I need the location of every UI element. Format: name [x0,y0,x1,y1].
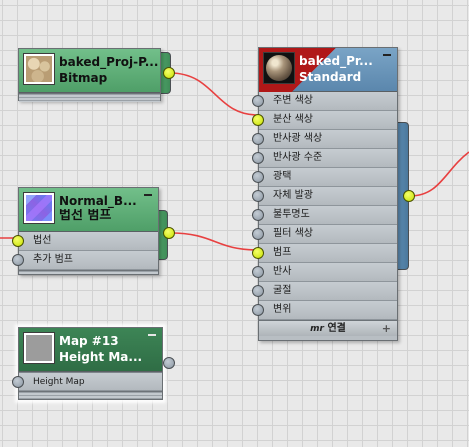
normal-bump-node[interactable]: Normal_B... 법선 범프 법선 추가 범프 [12,187,159,275]
wire-normal-to-bump [169,232,259,251]
input-socket[interactable] [252,114,264,126]
input-socket[interactable] [12,235,24,247]
input-label: 필터 색상 [273,228,313,239]
height-map-node-footer [19,391,162,399]
input-row[interactable]: 불투명도 [252,206,397,225]
input-socket[interactable] [12,376,24,388]
expand-plus-icon[interactable]: + [381,322,391,335]
input-label: 추가 범프 [33,254,73,265]
input-socket[interactable] [12,254,24,266]
normal-bump-node-footer [19,270,158,274]
material-sphere-thumbnail [263,52,295,84]
input-row[interactable]: 굴절 [252,282,397,301]
input-row[interactable]: 범프 [252,244,397,263]
input-row[interactable]: 반사 [252,263,397,282]
bitmap-node-footer [19,93,160,102]
mr-connection-label: 연결 [327,323,346,334]
input-socket[interactable] [252,190,264,202]
height-map-node-type: Height Ma... [59,350,143,364]
input-socket[interactable] [252,171,264,183]
minimize-icon[interactable] [383,54,391,56]
input-label: 불투명도 [273,209,310,220]
standard-node-type: Standard [299,70,362,84]
input-label: 분산 색상 [273,114,313,125]
input-row[interactable]: 자체 발광 [252,187,397,206]
input-socket[interactable] [252,228,264,240]
input-row[interactable]: 주변 색상 [252,92,397,111]
bitmap-node-type: Bitmap [59,71,108,85]
stone-texture-thumbnail [23,53,55,85]
input-row-height-map[interactable]: Height Map [12,372,162,391]
mr-prefix: mr [310,324,324,334]
input-socket[interactable] [252,209,264,221]
minimize-icon[interactable] [144,194,152,196]
standard-node-title: baked_Pr... [299,54,373,68]
input-label: 반사광 수준 [273,152,323,163]
height-map-node-title: Map #13 [59,334,119,348]
mr-connection-bar[interactable]: mr 연결 + [259,320,397,336]
input-row-additional-bump[interactable]: 추가 범프 [12,251,158,270]
wire-bitmap-to-diffuse [169,72,259,116]
input-label: 굴절 [273,285,292,296]
input-row[interactable]: 반사광 색상 [252,130,397,149]
input-socket[interactable] [252,247,264,259]
input-row[interactable]: 분산 색상 [252,111,397,130]
height-map-output-socket[interactable] [163,357,175,369]
input-socket[interactable] [252,266,264,278]
bitmap-node-title: baked_Proj-P... [59,55,159,69]
wire-standard-output [409,151,469,197]
normal-bump-node-title: Normal_B... [59,194,137,208]
input-socket[interactable] [252,133,264,145]
input-row[interactable]: 필터 색상 [252,225,397,244]
input-label: 변위 [273,304,292,315]
input-socket[interactable] [252,304,264,316]
minimize-icon[interactable] [148,334,156,336]
bitmap-output-socket[interactable] [163,67,175,79]
input-row[interactable]: 광택 [252,168,397,187]
input-label: 주변 색상 [273,95,313,106]
normal-bump-output-socket[interactable] [163,227,175,239]
input-label: Height Map [33,377,85,387]
input-socket[interactable] [252,95,264,107]
input-row[interactable]: 반사광 수준 [252,149,397,168]
standard-input-list: 주변 색상 분산 색상 반사광 색상 반사광 수준 광택 자체 발광 불투명도 … [252,92,397,320]
gray-thumbnail [23,332,55,364]
input-label: 법선 [33,235,52,246]
input-label: 범프 [273,247,292,258]
normal-map-thumbnail [23,192,55,224]
input-socket[interactable] [252,152,264,164]
standard-output-socket[interactable] [403,190,415,202]
normal-bump-node-header[interactable]: Normal_B... 법선 범프 [19,188,158,232]
input-socket[interactable] [252,285,264,297]
input-row-normal[interactable]: 법선 [12,232,158,251]
standard-node-header[interactable]: baked_Pr... Standard [259,48,397,92]
input-label: 광택 [273,171,292,182]
input-label: 자체 발광 [273,190,313,201]
bitmap-node-header[interactable]: baked_Proj-P... Bitmap [19,49,160,93]
bitmap-node[interactable]: baked_Proj-P... Bitmap [18,48,161,102]
height-map-node-header[interactable]: Map #13 Height Ma... [19,328,162,372]
input-row[interactable]: 변위 [252,301,397,320]
height-map-node[interactable]: Map #13 Height Ma... Height Map [12,327,163,400]
normal-bump-node-type: 법선 범프 [59,209,112,223]
input-label: 반사광 색상 [273,133,323,144]
input-label: 반사 [273,266,292,277]
standard-material-node[interactable]: baked_Pr... Standard 주변 색상 분산 색상 반사광 색상 … [252,47,398,341]
